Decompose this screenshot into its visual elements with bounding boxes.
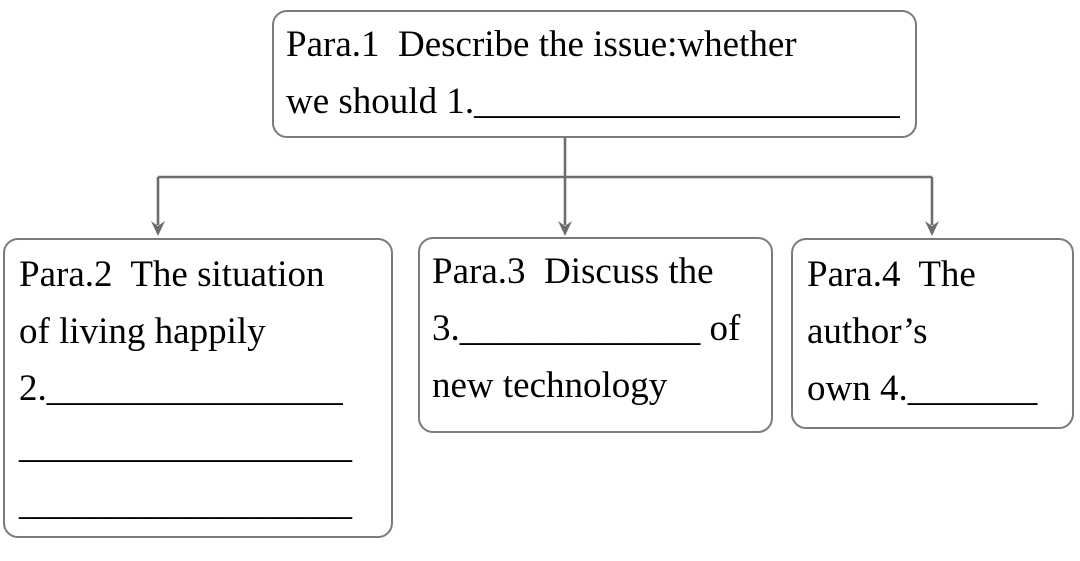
arrowhead-middle-icon (558, 221, 572, 236)
para2-line: of living happily (19, 311, 266, 352)
para4-line: Para.4 The (807, 254, 976, 295)
para2-box: Para.2 The situation of living happily 2… (3, 238, 393, 538)
para4-blank-4: own 4._______ (807, 368, 1038, 409)
para2-line: Para.2 The situation (19, 254, 325, 295)
para2-blank-extra: __________________ (19, 425, 352, 466)
para1-blank-1: we should 1._______________________ (286, 81, 900, 122)
arrowhead-left-icon (151, 221, 165, 236)
para3-box: Para.3 Discuss the 3._____________ of ne… (418, 237, 773, 433)
para2-blank-extra: __________________ (19, 482, 352, 523)
para3-line: new technology (432, 365, 668, 406)
para3-line: Para.3 Discuss the (432, 251, 714, 292)
para4-box: Para.4 The author’s own 4._______ (791, 238, 1074, 429)
para2-blank-2: 2.________________ (19, 368, 343, 409)
para3-blank-3: 3._____________ of (432, 308, 741, 349)
arrowhead-right-icon (925, 221, 939, 236)
para1-line: Para.1 Describe the issue:whether (286, 24, 797, 65)
para4-line: author’s (807, 311, 928, 352)
para1-box: Para.1 Describe the issue:whether we sho… (272, 10, 917, 138)
